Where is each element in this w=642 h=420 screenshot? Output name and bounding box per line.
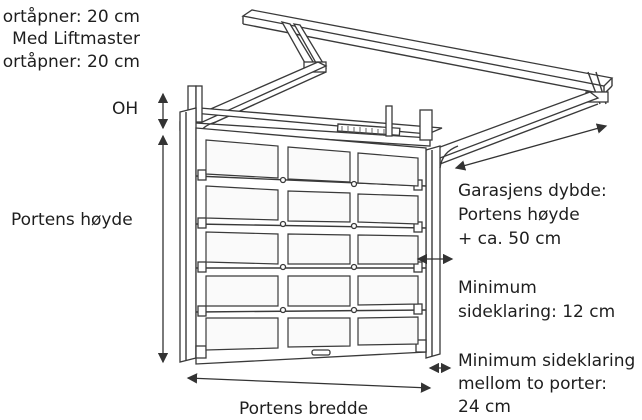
between-doors-line-2: mellom to porter: (458, 374, 608, 394)
between-doors-line-3: 24 cm (458, 397, 511, 417)
door-panels (205, 139, 419, 351)
vertical-tracks (179, 107, 459, 363)
top-note-line-3: ortåpner: 20 cm (2, 52, 140, 72)
door-height-label: Portens høyde (11, 210, 133, 230)
garage-depth-line-3: + ca. 50 cm (458, 229, 562, 249)
opener-rail (241, 9, 614, 105)
between-doors-line-1: Minimum sideklaring (458, 351, 636, 371)
top-note-line-2: Med Liftmaster (12, 29, 140, 49)
oh-label: OH (112, 99, 139, 119)
door-width-arrow (186, 373, 432, 393)
garage-depth-line-1: Garasjens dybde: (458, 181, 607, 201)
garage-depth-line-2: Portens høyde (458, 205, 580, 225)
dimension-arrows (157, 92, 608, 393)
top-note-line-1: ortåpner: 20 cm (2, 7, 140, 27)
garage-depth-arrow (454, 123, 608, 171)
door-width-label: Portens bredde (239, 399, 369, 419)
side-clearance-line-1: Minimum (458, 278, 537, 298)
side-clearance-line-2: sideklaring: 12 cm (458, 302, 616, 322)
